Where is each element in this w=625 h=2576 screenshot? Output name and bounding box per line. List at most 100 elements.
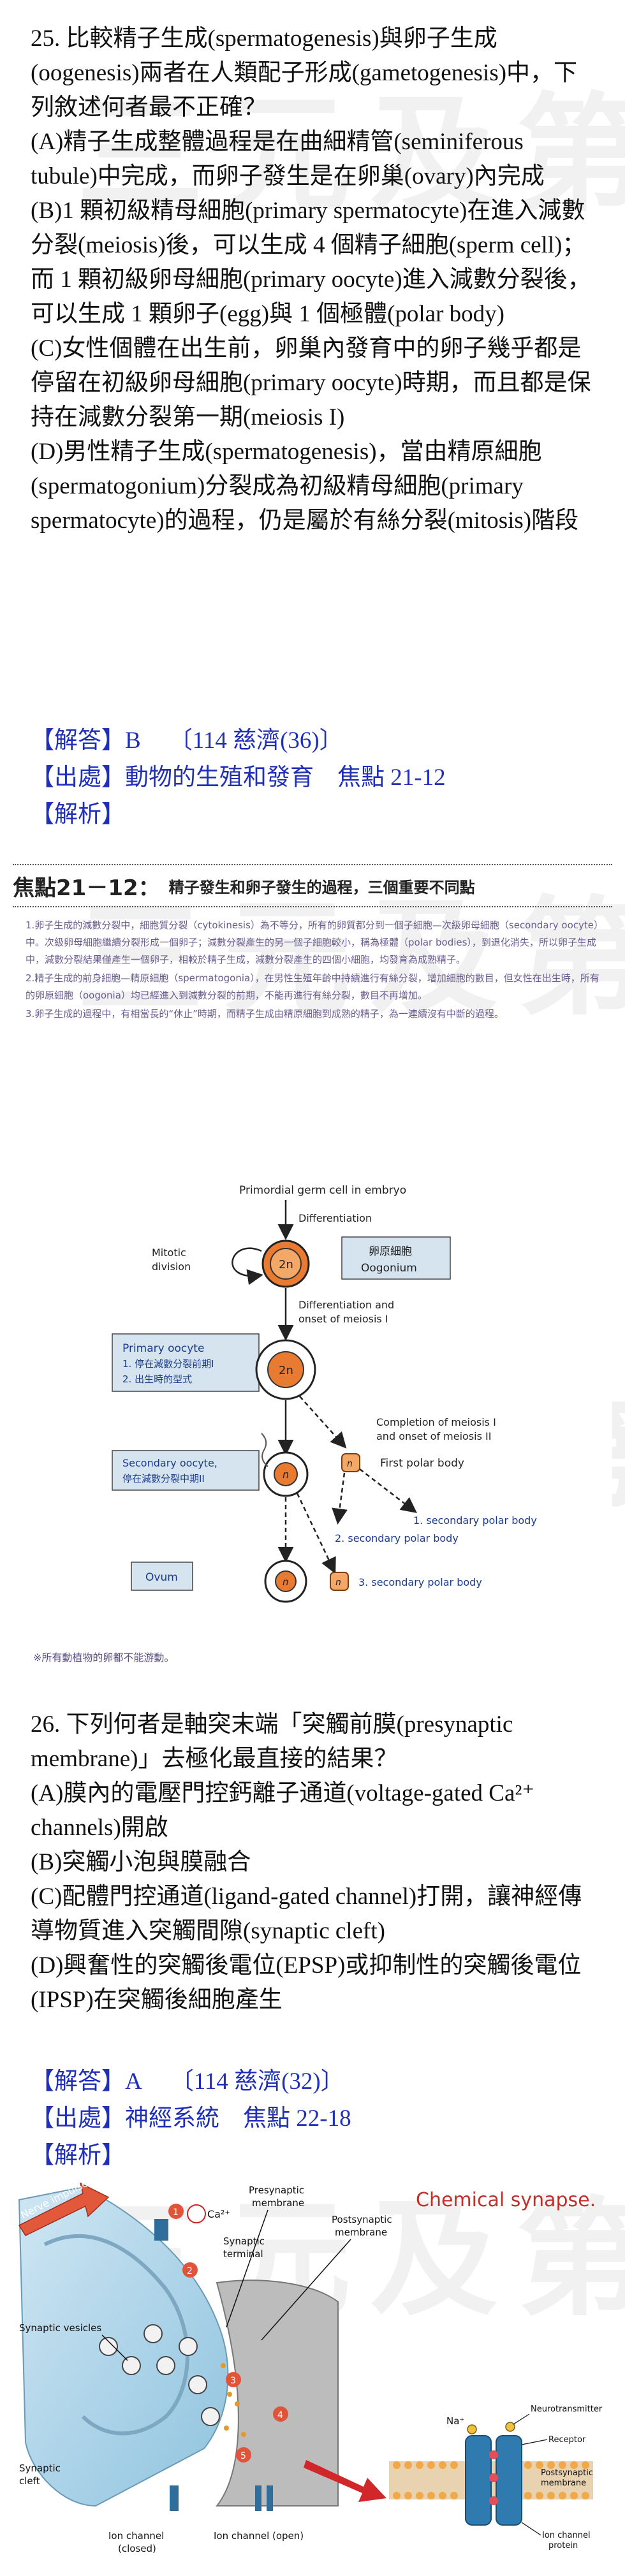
ion-channel-closed-label-1: Ion channel bbox=[108, 2530, 164, 2542]
postsynaptic-membrane-zoom-label-2: membrane bbox=[541, 2478, 586, 2488]
neurotransmitter-label: Neurotransmitter bbox=[531, 2404, 603, 2414]
ion-channel-closed-label-2: (closed) bbox=[118, 2543, 156, 2554]
oogonium-nucleus bbox=[270, 1248, 302, 1280]
question-25-option-a: (A)精子生成整體過程是在曲細精管(seminiferous tubule)中完… bbox=[31, 129, 545, 189]
step-5: 5 bbox=[240, 2451, 246, 2461]
presynaptic-label-2: membrane bbox=[252, 2197, 304, 2209]
na-label: Na⁺ bbox=[446, 2415, 464, 2427]
synaptic-vesicles-label: Synaptic vesicles bbox=[19, 2322, 101, 2334]
third-polar-n: n bbox=[335, 1577, 341, 1588]
question-26-answer-block: 【解答】A 〔114 慈濟(32)〕 【出處】神經系統 焦點 22-18 【解析】 bbox=[31, 2063, 351, 2174]
first-polar-body bbox=[341, 1453, 360, 1472]
ovum-box bbox=[131, 1562, 193, 1591]
presynaptic-label-1: Presynaptic bbox=[249, 2184, 304, 2196]
primary-oocyte-label: Primary oocyte bbox=[122, 1342, 204, 1355]
secondary-oocyte-box bbox=[112, 1450, 260, 1491]
primary-oocyte-note-1: 1. 停在減數分裂前期I bbox=[122, 1358, 214, 1370]
oogonium-box bbox=[341, 1236, 451, 1280]
cleft-label-1: Synaptic bbox=[19, 2463, 61, 2474]
step-3: 3 bbox=[230, 2376, 236, 2386]
question-25-option-c: (C)女性個體在出生前，卵巢內發育中的卵子幾乎都是停留在初級卵母細胞(prima… bbox=[31, 335, 591, 430]
analysis-label: 【解析】 bbox=[31, 2142, 125, 2169]
step-markers: 1 2 3 4 5 bbox=[168, 2204, 288, 2463]
differentiation-label: Differentiation bbox=[298, 1212, 372, 1224]
receptor-leader bbox=[521, 2439, 548, 2445]
spb3-label: 3. secondary polar body bbox=[358, 1576, 482, 1588]
spb1-label: 1. secondary polar body bbox=[413, 1514, 537, 1526]
question-26-option-b: (B)突觸小泡與膜融合 bbox=[31, 1849, 251, 1875]
analysis-label: 【解析】 bbox=[31, 801, 125, 828]
answer-reference: 〔114 慈濟(32)〕 bbox=[170, 2068, 344, 2095]
calcium-label: Ca²⁺ bbox=[207, 2208, 230, 2220]
oogonium-zh-label: 卵原細胞 bbox=[369, 1245, 412, 1258]
chemical-synapse-title: Chemical synapse. bbox=[416, 2189, 596, 2211]
question-26: 26. 下列何者是軸突末端「突觸前膜(presynaptic membrane)… bbox=[31, 1708, 592, 2017]
ion-channel-protein-label-1: Ion channel bbox=[542, 2531, 591, 2540]
figure-note-2: 2.精子生成的前身細胞—精原細胞（spermatogonia），在男性生殖年齡中… bbox=[26, 972, 599, 1001]
step-4: 4 bbox=[277, 2410, 283, 2420]
ovum-label: Ovum bbox=[145, 1571, 178, 1584]
figure-footnote: ※所有動植物的卵都不能游動。 bbox=[33, 1651, 175, 1664]
nerve-impulse-arrow bbox=[18, 2182, 110, 2236]
icp-leader bbox=[521, 2522, 541, 2536]
answer-label: 【解答】B bbox=[31, 728, 141, 754]
secondary-oocyte-label-1: Secondary oocyte, bbox=[122, 1457, 217, 1469]
postsynaptic-membrane-zoom-label-1: Postsynaptic bbox=[541, 2468, 593, 2478]
ion-channel-open-label: Ion channel (open) bbox=[214, 2530, 304, 2542]
postsynaptic-label-1: Postsynaptic bbox=[332, 2214, 392, 2225]
figure-note-3: 3.卵子生成的過程中，有相當長的“休止”時期，而精子生成由精原細胞到成熟的精子，… bbox=[26, 1008, 504, 1020]
presynaptic-leader bbox=[226, 2209, 268, 2328]
zoomed-membrane bbox=[389, 2422, 593, 2526]
source-row: 【出處】動物的生殖和發育 焦點 21-12 bbox=[31, 765, 446, 791]
figure-title-sub: 精子發生和卵子發生的過程，三個重要不同點 bbox=[168, 878, 475, 896]
step-1: 1 bbox=[173, 2207, 179, 2218]
cleft-label-2: cleft bbox=[19, 2475, 40, 2487]
primary-oocyte-2n: 2n bbox=[279, 1364, 293, 1377]
question-26-option-c: (C)配體門控通道(ligand-gated channel)打開，讓神經傳導物… bbox=[31, 1884, 582, 1944]
diff-meiosis-label-1: Differentiation and bbox=[298, 1299, 394, 1311]
step-2: 2 bbox=[187, 2266, 193, 2276]
receptor-label: Receptor bbox=[548, 2435, 586, 2445]
mitotic-loop-arrow bbox=[232, 1247, 263, 1285]
ovum-n: n bbox=[283, 1576, 289, 1588]
question-26-stem: 26. 下列何者是軸突末端「突觸前膜(presynaptic membrane)… bbox=[31, 1711, 513, 1772]
sperm-entry bbox=[261, 1433, 268, 1467]
spb2-label: 2. secondary polar body bbox=[335, 1532, 459, 1544]
source-row: 【出處】神經系統 焦點 22-18 bbox=[31, 2105, 351, 2132]
mitotic-label-1: Mitotic bbox=[152, 1247, 186, 1259]
secondary-oocyte-n: n bbox=[283, 1468, 289, 1481]
calcium-ion bbox=[187, 2204, 206, 2223]
secondary-oocyte-nucleus bbox=[274, 1462, 298, 1486]
question-25: 25. 比較精子生成(spermatogenesis)與卵子生成(oogenes… bbox=[31, 22, 592, 538]
figure-21-12-title: 焦點21－12： 精子發生和卵子發生的過程，三個重要不同點 bbox=[13, 864, 612, 907]
pgc-label: Primordial germ cell in embryo bbox=[239, 1184, 406, 1197]
neurotransmitter-dots bbox=[221, 2363, 246, 2437]
question-26-option-a: (A)膜內的電壓門控鈣離子通道(voltage-gated Ca²⁺ chann… bbox=[31, 1780, 535, 1841]
secondary-oocyte-label-2: 停在減數分裂中期II bbox=[122, 1473, 205, 1484]
nt-leader bbox=[513, 2413, 530, 2425]
question-25-option-b: (B)1 顆初級精母細胞(primary spermatocyte)在進入減數分… bbox=[31, 198, 591, 327]
ovum-nucleus bbox=[275, 1570, 297, 1592]
oogonium-label: Oogonium bbox=[361, 1262, 417, 1275]
question-25-answer-block: 【解答】B〔114 慈濟(36)〕 【出處】動物的生殖和發育 焦點 21-12 … bbox=[31, 722, 446, 833]
ion-channel-protein-label-2: protein bbox=[548, 2541, 578, 2550]
ion-channel-open-left bbox=[255, 2485, 261, 2511]
arrow-spb1 bbox=[359, 1468, 417, 1514]
arrow-to-first-polar bbox=[299, 1396, 347, 1449]
figure-title-main: 焦點21－12： bbox=[13, 875, 160, 901]
arrow-spb2 bbox=[332, 1472, 348, 1525]
zoom-arrow bbox=[304, 2460, 386, 2502]
ion-channel-closed-shape bbox=[170, 2485, 179, 2511]
primary-oocyte-nucleus bbox=[267, 1351, 304, 1388]
question-25-option-d: (D)男性精子生成(spermatogenesis)，當由精原細胞(sperma… bbox=[31, 439, 579, 534]
figure-notes: 1.卵子生成的減數分裂中，細胞質分裂（cytokinesis）為不等分，所有的卵… bbox=[26, 917, 599, 1024]
calcium-channel bbox=[154, 2219, 168, 2241]
figure-note-1: 1.卵子生成的減數分裂中，細胞質分裂（cytokinesis）為不等分，所有的卵… bbox=[26, 919, 599, 965]
third-polar-body bbox=[330, 1572, 349, 1591]
answer-row: 【解答】A 〔114 慈濟(32)〕 bbox=[31, 2063, 351, 2100]
question-26-option-d: (D)興奮性的突觸後電位(EPSP)或抑制性的突觸後電位(IPSP)在突觸後細胞… bbox=[31, 1952, 582, 2013]
oogonium-2n: 2n bbox=[279, 1258, 293, 1271]
synaptic-terminal-label-1: Synaptic bbox=[223, 2236, 265, 2247]
first-polar-label: First polar body bbox=[380, 1457, 464, 1470]
answer-label: 【解答】A bbox=[31, 2068, 142, 2095]
